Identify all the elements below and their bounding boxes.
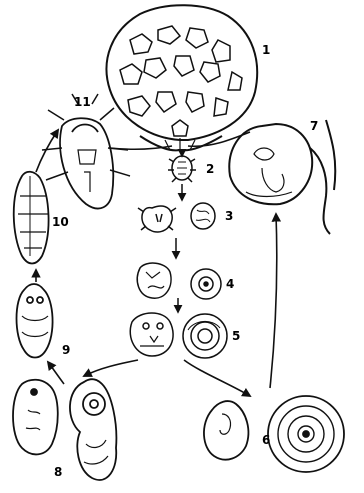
- stage-label-7: 7: [310, 120, 318, 132]
- stage-3-pair: [138, 203, 215, 232]
- stage-label-6: 6: [262, 434, 270, 446]
- stage-8-pair: [13, 379, 116, 480]
- stage-10-pupa-case: [14, 172, 49, 264]
- stage-label-4: 4: [226, 278, 234, 290]
- stage-label-8: 8: [54, 466, 62, 478]
- stage-7-gall: [229, 120, 335, 234]
- stage-6-pair: [204, 396, 344, 472]
- stage-label-10: 10: [52, 216, 69, 228]
- stage-label-11: 11: [74, 96, 91, 108]
- stage-5-pair: [130, 313, 227, 358]
- stage-label-5: 5: [232, 330, 240, 342]
- stage-label-3: 3: [225, 210, 233, 222]
- stage-4-pair: [137, 263, 221, 299]
- stage-label-9: 9: [62, 344, 70, 356]
- stage-1-gall: [107, 5, 258, 150]
- stage-11-adult: [42, 94, 130, 209]
- stage-9-pupa: [17, 284, 53, 358]
- stage-2-first-larva: [168, 156, 196, 182]
- stage-label-1: 1: [262, 44, 270, 56]
- stage-label-2: 2: [206, 163, 214, 175]
